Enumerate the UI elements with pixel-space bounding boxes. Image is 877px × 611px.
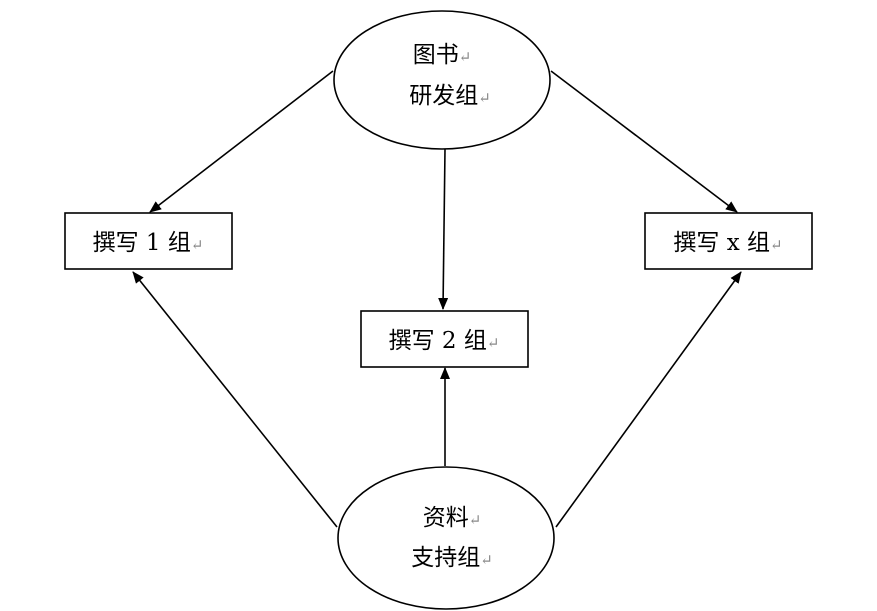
support-line2: 支持组 [411, 545, 480, 571]
svg-text:撰写 x 组↵: 撰写 x 组↵ [673, 230, 782, 256]
node-support: 资料↵ 支持组↵ [337, 466, 555, 610]
arrow-bookdev-to-writer2 [438, 148, 449, 310]
svg-text:资料↵: 资料↵ [423, 505, 482, 531]
support-line1: 资料 [423, 505, 469, 531]
svg-text:研发组↵: 研发组↵ [409, 83, 491, 109]
return-mark-icon: ↵ [191, 236, 204, 254]
node-writer-2: 撰写 2 组↵ [360, 310, 529, 368]
return-mark-icon: ↵ [478, 89, 491, 107]
arrow-support-to-writer1 [132, 271, 338, 528]
node-book-dev: 图书↵ 研发组↵ [333, 10, 551, 150]
return-mark-icon: ↵ [469, 511, 482, 529]
arrow-bookdev-to-writer1 [149, 70, 334, 213]
return-mark-icon: ↵ [480, 551, 493, 569]
return-mark-icon: ↵ [770, 236, 783, 254]
book-dev-line2: 研发组 [409, 83, 478, 109]
writer-1-label: 撰写 1 组 [93, 230, 191, 256]
writer-x-label: 撰写 x 组 [673, 230, 770, 256]
arrow-support-to-writerx [555, 271, 742, 528]
svg-text:支持组↵: 支持组↵ [411, 545, 493, 571]
node-writer-1: 撰写 1 组↵ [64, 212, 233, 270]
node-writer-x: 撰写 x 组↵ [644, 212, 813, 270]
book-dev-line1: 图书 [413, 42, 459, 68]
svg-text:图书↵: 图书↵ [413, 42, 472, 68]
svg-text:撰写 1 组↵: 撰写 1 组↵ [93, 230, 204, 256]
return-mark-icon: ↵ [459, 48, 472, 66]
svg-text:撰写 2 组↵: 撰写 2 组↵ [389, 328, 500, 354]
return-mark-icon: ↵ [487, 334, 500, 352]
writer-2-label: 撰写 2 组 [389, 328, 487, 354]
arrow-bookdev-to-writerx [550, 70, 738, 213]
